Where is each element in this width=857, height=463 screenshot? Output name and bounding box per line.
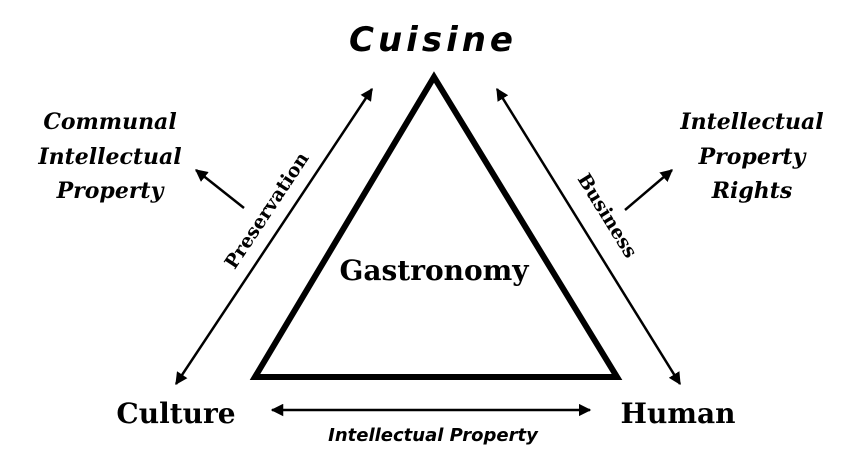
rights-outcome-arrow [624,169,673,211]
node-human-label: Human [621,397,736,430]
outcome-rights-line-2: Property [698,144,808,170]
preservation-arrow [174,87,374,386]
communal-outcome-arrow [195,169,245,209]
center-gastronomy-label: Gastronomy [339,254,529,287]
outcome-rights-line-1: Intellectual [679,109,823,135]
edge-preservation-label: Preservation [220,148,313,273]
outcome-communal-line-1: Communal [43,109,176,135]
outcome-rights-line-3: Rights [711,178,793,204]
outcome-communal-line-2: Intellectual [37,144,181,170]
node-culture-label: Culture [116,397,235,430]
node-cuisine-label: Cuisine [349,20,517,60]
edge-business-label: Business [573,170,642,262]
edge-intellectual-property-label: Intellectual Property [328,425,539,446]
business-arrow [495,87,682,386]
outcome-communal-line-3: Property [56,178,166,204]
gastronomy-triangle [249,71,623,380]
